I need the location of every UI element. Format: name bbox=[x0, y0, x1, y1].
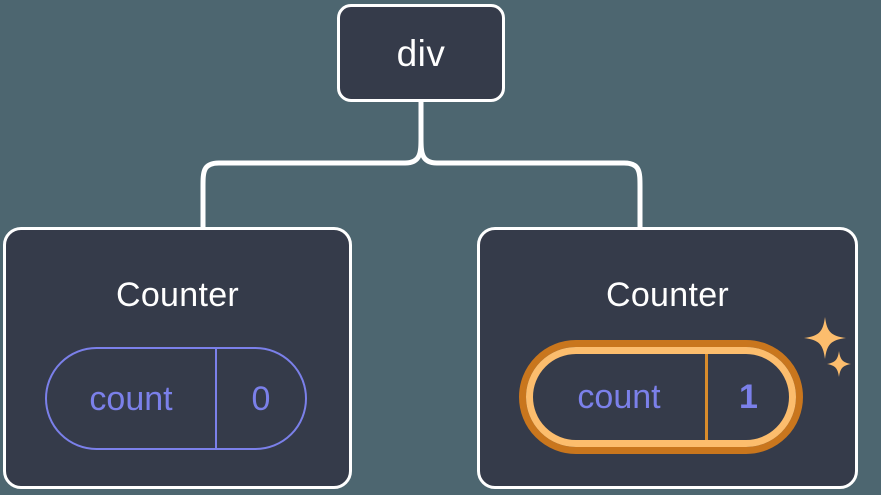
card-title-left: Counter bbox=[115, 276, 240, 314]
state-pill-count-right-highlighted[interactable]: count 1 bbox=[519, 340, 803, 454]
connector-to-left-counter bbox=[200, 98, 424, 230]
state-pill-count-left[interactable]: count 0 bbox=[45, 347, 307, 450]
state-key-right: count bbox=[533, 354, 708, 440]
connector-to-right-counter bbox=[418, 98, 643, 230]
state-key-left: count bbox=[47, 349, 217, 448]
card-title-right: Counter bbox=[605, 276, 730, 314]
state-value-right: 1 bbox=[739, 378, 758, 416]
node-div[interactable]: div bbox=[337, 4, 505, 102]
state-value-left: 0 bbox=[251, 379, 271, 418]
node-div-label: div bbox=[396, 32, 446, 74]
state-pill-inner-ring: count 1 bbox=[526, 347, 796, 447]
